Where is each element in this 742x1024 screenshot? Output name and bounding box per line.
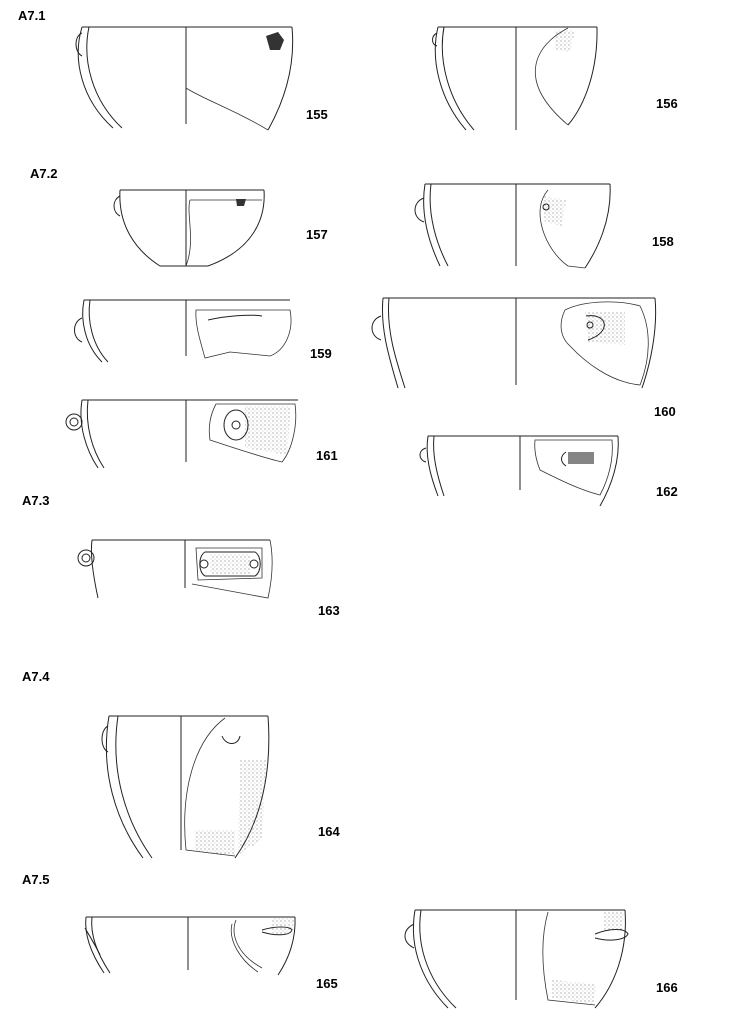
vessel-drawing-158 bbox=[414, 183, 611, 269]
group-label-a7-3: A7.3 bbox=[22, 493, 49, 508]
vessel-number-164: 164 bbox=[318, 824, 340, 839]
vessel-drawing-155 bbox=[75, 26, 294, 131]
vessel-drawing-159 bbox=[74, 299, 292, 363]
vessel-drawing-156 bbox=[432, 26, 598, 131]
vessel-number-162: 162 bbox=[656, 484, 678, 499]
vessel-number-159: 159 bbox=[310, 346, 332, 361]
vessel-number-161: 161 bbox=[316, 448, 338, 463]
vessel-number-166: 166 bbox=[656, 980, 678, 995]
vessel-drawing-165 bbox=[84, 916, 296, 976]
group-label-a7-5: A7.5 bbox=[22, 872, 49, 887]
group-label-a7-2: A7.2 bbox=[30, 166, 57, 181]
vessel-drawing-161 bbox=[65, 399, 298, 469]
vessel-drawing-166 bbox=[404, 909, 629, 1009]
vessel-drawing-164 bbox=[101, 715, 270, 859]
vessel-number-163: 163 bbox=[318, 603, 340, 618]
vessel-number-160: 160 bbox=[654, 404, 676, 419]
vessel-drawing-162 bbox=[419, 435, 619, 507]
vessel-number-155: 155 bbox=[306, 107, 328, 122]
vessel-drawing-157 bbox=[113, 189, 265, 267]
vessel-number-156: 156 bbox=[656, 96, 678, 111]
vessel-number-158: 158 bbox=[652, 234, 674, 249]
vessel-drawing-163 bbox=[77, 539, 273, 599]
vessel-number-165: 165 bbox=[316, 976, 338, 991]
vessel-drawing-160 bbox=[371, 297, 657, 389]
vessel-number-157: 157 bbox=[306, 227, 328, 242]
group-label-a7-1: A7.1 bbox=[18, 8, 45, 23]
group-label-a7-4: A7.4 bbox=[22, 669, 50, 684]
